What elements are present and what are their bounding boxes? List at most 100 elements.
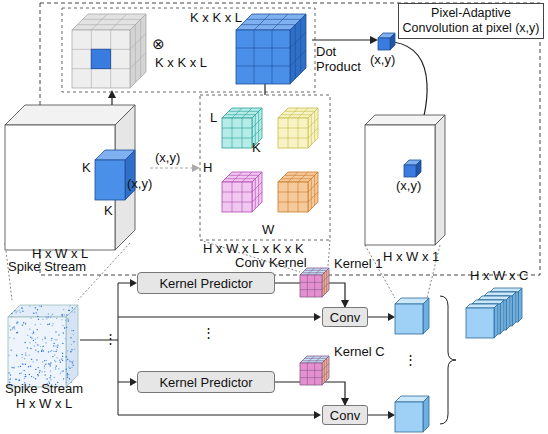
spike-dot — [41, 306, 42, 307]
cube-front — [72, 30, 130, 88]
spike-dot — [43, 350, 44, 351]
grid-line — [308, 128, 318, 138]
spike-dot — [24, 378, 25, 379]
arrow-head — [130, 279, 137, 287]
dashed-group — [62, 8, 315, 92]
spike-dot — [37, 316, 38, 317]
cube-side — [506, 296, 510, 330]
cube-side — [322, 268, 329, 297]
spike-dot — [31, 338, 32, 339]
cube-side — [252, 172, 262, 212]
predicted-kernel — [300, 268, 329, 297]
spike-dot — [38, 367, 39, 368]
spike-dot — [73, 341, 74, 342]
spike-dot — [24, 376, 25, 377]
spike-dot — [66, 314, 67, 315]
arrow-head — [108, 90, 116, 98]
arrow-head — [192, 164, 200, 172]
spike-dot — [55, 331, 56, 332]
spike-dot — [55, 369, 56, 370]
spike-dot — [58, 368, 59, 369]
spike-dot — [67, 374, 68, 375]
grid-line — [308, 182, 318, 192]
spike-dot — [27, 335, 28, 336]
spike-dot — [31, 359, 32, 360]
spike-dot — [9, 337, 10, 338]
spike-dot — [16, 332, 17, 333]
spike-dot — [22, 311, 23, 312]
cube-top — [490, 288, 522, 292]
spike-dot — [45, 342, 46, 343]
spike-dot — [16, 322, 17, 323]
grid-line — [229, 111, 259, 112]
spike-dot — [61, 358, 62, 359]
wire — [118, 382, 131, 383]
cube-side — [518, 288, 522, 322]
spike-dot — [45, 374, 46, 375]
grid-line — [91, 14, 107, 30]
spike-dot — [38, 319, 39, 320]
cube-front — [278, 182, 308, 212]
cube-top — [478, 296, 510, 300]
grid-line — [314, 111, 315, 141]
spike-dot — [11, 349, 12, 350]
spike-dot — [12, 327, 13, 328]
spike-dot — [54, 339, 55, 340]
cube-top — [472, 300, 504, 304]
grid-line — [241, 24, 295, 25]
grid-line — [281, 114, 311, 115]
cube-side — [423, 396, 429, 432]
spike-dot — [22, 324, 23, 325]
wire — [118, 283, 119, 415]
grid-line — [252, 192, 262, 202]
grid-line — [252, 118, 262, 128]
spike-dot — [65, 356, 66, 357]
grid-line — [311, 179, 312, 209]
spike-dot — [42, 339, 43, 340]
spike-dot — [38, 351, 39, 352]
spike-dot — [74, 349, 75, 350]
spike-dot — [35, 324, 36, 325]
grid-line — [111, 14, 127, 30]
arrow-head — [130, 378, 137, 386]
grid-line — [288, 108, 298, 118]
spike-dot — [71, 361, 72, 362]
spike-dot — [64, 327, 65, 328]
grid-line — [285, 111, 315, 112]
spike-dot — [15, 312, 16, 313]
grid-line — [242, 118, 243, 148]
spike-dot — [35, 339, 36, 340]
spike-dot — [25, 354, 26, 355]
spike-dot — [44, 360, 45, 361]
spike-dot — [29, 355, 30, 356]
spike-dot — [11, 316, 12, 317]
spike-dot — [68, 319, 69, 320]
spike-dot — [62, 353, 63, 354]
spike-dot — [50, 351, 51, 352]
cube-side — [416, 160, 421, 177]
grid-line — [272, 14, 288, 30]
spike-dot — [56, 349, 57, 350]
spike-dot — [69, 305, 70, 306]
grid-line — [236, 66, 290, 67]
spike-dot — [42, 349, 43, 350]
spike-dot — [46, 360, 47, 361]
wire — [118, 317, 315, 318]
cube-side — [435, 115, 445, 245]
spike-dot — [71, 330, 72, 331]
cube-side — [500, 300, 504, 334]
grid-line — [322, 363, 329, 370]
grid-line — [326, 270, 327, 292]
grid-line — [295, 25, 296, 79]
spike-dot — [63, 309, 64, 310]
grid-line — [225, 114, 255, 115]
spike-dot — [68, 320, 69, 321]
cube-top — [8, 305, 78, 317]
spike-dot — [63, 378, 64, 379]
spike-dot — [16, 355, 17, 356]
grid-line — [130, 53, 146, 69]
result-cube — [378, 33, 395, 50]
spike-dot — [40, 323, 41, 324]
spike-dot — [44, 367, 45, 368]
grid-line — [307, 356, 314, 363]
